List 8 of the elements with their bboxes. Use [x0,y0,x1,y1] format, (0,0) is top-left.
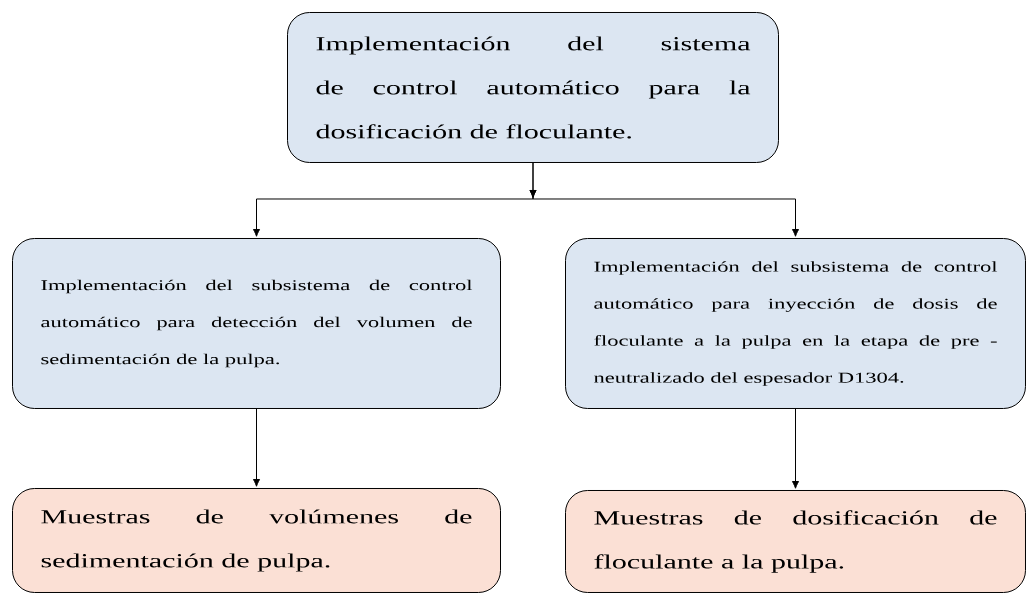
process-box: Implementación del subsistema de control automático para detección del volumen de sedimentación de la pulpa. [12,238,501,409]
result-box: Muestras de volúmenes de sedimentación de pulpa. [12,488,501,593]
result-box: Muestras de dosificación de floculante a la pulpa. [565,490,1026,593]
arrow [791,408,800,489]
arrow [252,408,261,487]
arrow [529,162,800,237]
process-box: Implementación del sistema de control automático para la dosificación de floculante. [287,12,779,163]
process-box: Implementación del subsistema de control automático para inyección de dosis de floculante a la pulpa en la etapa de pre - neutralizado del espesador D1304. [565,238,1026,409]
